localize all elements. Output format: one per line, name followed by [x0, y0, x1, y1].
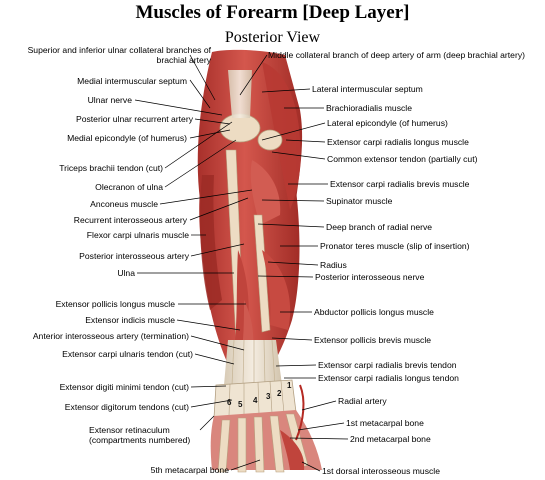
label-posterior-ulnar-recurrent-artery: Posterior ulnar recurrent artery: [75, 114, 193, 124]
leader-line: [230, 459, 261, 471]
abductor-pollicis-longus-muscle: [262, 250, 291, 330]
diagram-title: Muscles of Forearm [Deep Layer]: [135, 2, 410, 23]
label-lateral-intermuscular-septum: Lateral intermuscular septum: [312, 84, 423, 94]
leader-line: [190, 335, 245, 351]
label-extensor-digiti-minimi-tendon: Extensor digiti minimi tendon (cut): [59, 382, 189, 392]
label-extensor-carpi-radialis-brevis-tendon: Extensor carpi radialis brevis tendon: [318, 360, 457, 370]
supinator-muscle: [250, 160, 281, 225]
label-anconeus: Anconeus muscle: [90, 199, 158, 209]
leader-line: [239, 54, 268, 96]
leader-line: [301, 400, 337, 411]
diagram-subtitle: Posterior View: [224, 29, 321, 46]
radial-artery: [295, 384, 305, 441]
label-extensor-carpi-ulnaris-tendon: Extensor carpi ulnaris tendon (cut): [62, 349, 193, 359]
label-middle-collateral-branch: Middle collateral branch of deep artery …: [268, 50, 525, 60]
compartment-number: 6: [227, 398, 232, 407]
label-olecranon: Olecranon of ulna: [95, 182, 163, 192]
leader-line: [189, 129, 231, 139]
leader-line: [190, 399, 233, 408]
radius-bone: [253, 214, 271, 333]
compartment-number: 1: [287, 381, 292, 390]
leader-line: [289, 437, 349, 440]
label-extensor-pollicis-brevis: Extensor pollicis brevis muscle: [314, 335, 432, 345]
leader-line: [164, 121, 233, 169]
label-1st-dorsal-interosseous: 1st dorsal interosseous muscle: [322, 466, 440, 476]
label-posterior-interosseous-artery: Posterior interosseous artery: [79, 251, 189, 261]
label-radius: Radius: [320, 260, 347, 270]
label-lateral-epicondyle: Lateral epicondyle (of humerus): [327, 118, 448, 128]
leader-line: [199, 415, 215, 431]
label-extensor-pollicis-longus: Extensor pollicis longus muscle: [55, 299, 175, 309]
label-posterior-interosseous-nerve: Posterior interosseous nerve: [315, 272, 425, 282]
leader-line: [271, 337, 313, 341]
label-extensor-digitorum-tendons: Extensor digitorum tendons (cut): [64, 402, 189, 412]
leader-line: [257, 275, 314, 278]
label-5th-metacarpal: 5th metacarpal bone: [150, 465, 229, 475]
label-ulna: Ulna: [117, 268, 135, 278]
leader-line: [285, 139, 326, 143]
label-anterior-interosseous-artery: Anterior interosseous artery (terminatio…: [32, 331, 189, 341]
label-ulnar-nerve: Ulnar nerve: [87, 95, 132, 105]
leader-line: [271, 151, 326, 160]
label-extensor-carpi-radialis-longus: Extensor carpi radialis longus muscle: [327, 137, 469, 147]
olecranon-bone: [219, 113, 261, 143]
leader-line: [267, 261, 319, 266]
triceps-tendon: [228, 70, 252, 118]
label-abductor-pollicis-longus: Abductor pollicis longus muscle: [314, 307, 434, 317]
leader-line: [261, 122, 326, 141]
compartment-number: 4: [253, 396, 258, 405]
flexor-carpi-ulnaris-muscle: [200, 175, 222, 310]
leader-line: [261, 199, 325, 202]
metacarpal-bones: [217, 413, 309, 473]
leader-line: [190, 243, 245, 257]
first-dorsal-interosseous-muscle: [280, 430, 305, 470]
label-1st-metacarpal: 1st metacarpal bone: [346, 418, 424, 428]
label-flexor-carpi-ulnaris: Flexor carpi ulnaris muscle: [86, 230, 189, 240]
compartment-number: 2: [277, 389, 282, 398]
leader-line: [189, 197, 249, 221]
label-medial-epicondyle: Medial epicondyle (of humerus): [67, 133, 187, 143]
label-radial-artery: Radial artery: [338, 396, 387, 406]
label-supinator: Supinator muscle: [326, 196, 393, 206]
leader-line: [134, 99, 223, 116]
label-deep-branch-radial-nerve: Deep branch of radial nerve: [326, 222, 433, 232]
label-extensor-retinaculum: Extensor retinaculum (compartments numbe…: [89, 425, 191, 445]
label-pronator-teres: Pronator teres muscle (slip of insertion…: [320, 241, 470, 251]
leader-line: [297, 422, 345, 431]
label-triceps-tendon: Triceps brachii tendon (cut): [59, 163, 163, 173]
leader-line: [189, 54, 216, 101]
label-extensor-carpi-radialis-longus-tendon: Extensor carpi radialis longus tendon: [318, 373, 459, 383]
label-brachioradialis: Brachioradialis muscle: [326, 103, 412, 113]
leader-line: [176, 319, 241, 331]
label-superior-inferior-ulnar-collateral: Superior and inferior ulnar collateral b…: [27, 45, 211, 65]
lateral-epicondyle-bone: [257, 129, 283, 151]
label-medial-intermuscular-septum: Medial intermuscular septum: [77, 76, 187, 86]
compartment-number: 5: [238, 400, 243, 409]
leader-line: [194, 353, 235, 365]
leader-line: [159, 189, 253, 205]
label-recurrent-interosseous-artery: Recurrent interosseous artery: [73, 215, 187, 225]
forearm-muscle-mass: [199, 190, 300, 372]
label-extensor-indicis: Extensor indicis muscle: [85, 315, 175, 325]
wrist-tendons: [224, 340, 282, 385]
label-extensor-carpi-radialis-brevis: Extensor carpi radialis brevis muscle: [330, 179, 470, 189]
leader-line: [194, 118, 231, 125]
leader-line: [257, 223, 325, 228]
leader-line: [275, 364, 317, 367]
leader-line: [301, 461, 321, 472]
compartment-number: 3: [266, 392, 271, 401]
label-2nd-metacarpal: 2nd metacarpal bone: [350, 434, 431, 444]
leader-line: [190, 385, 227, 388]
label-common-extensor-tendon: Common extensor tendon (partially cut): [327, 154, 478, 164]
leader-line: [164, 139, 237, 188]
leader-line: [261, 88, 311, 93]
leader-line: [189, 79, 211, 109]
